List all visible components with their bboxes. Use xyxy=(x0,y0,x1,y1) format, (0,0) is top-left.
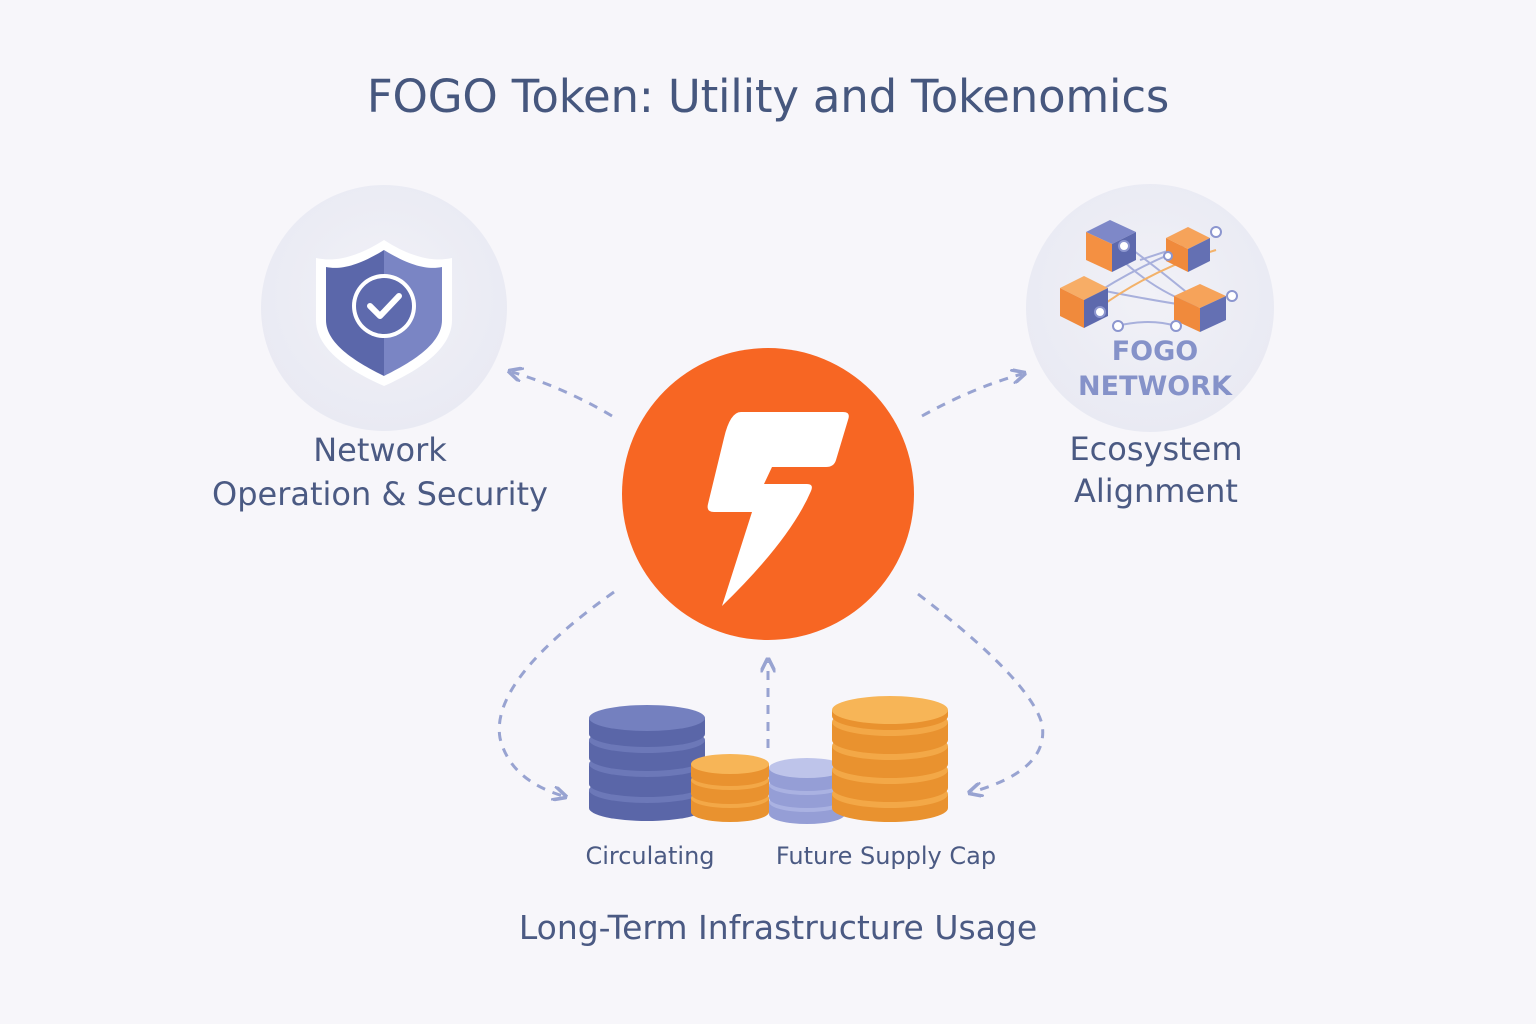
circulating-label: Circulating xyxy=(560,842,740,870)
security-label: Network Operation & Security xyxy=(190,428,570,516)
fogo-network-badge-line2: NETWORK xyxy=(1030,369,1280,404)
fogo-network-badge: FOGO NETWORK xyxy=(1030,334,1280,404)
long-term-usage-caption: Long-Term Infrastructure Usage xyxy=(418,908,1138,947)
coin-stacks-icon xyxy=(589,696,948,824)
security-label-line2: Operation & Security xyxy=(190,472,570,516)
fogo-network-badge-line1: FOGO xyxy=(1030,334,1280,369)
ecosystem-label: Ecosystem Alignment xyxy=(1006,428,1306,512)
small-orange-stack xyxy=(691,754,769,822)
future-supply-stack xyxy=(832,696,948,822)
fogo-lightning-logo xyxy=(622,348,914,640)
security-label-line1: Network xyxy=(190,428,570,472)
ecosystem-label-line1: Ecosystem xyxy=(1006,428,1306,470)
ecosystem-label-line2: Alignment xyxy=(1006,470,1306,512)
future-supply-label: Future Supply Cap xyxy=(756,842,1016,870)
security-node xyxy=(261,185,507,431)
arrow-to-ecosystem xyxy=(922,374,1022,416)
arrow-to-security xyxy=(512,372,612,416)
circulating-stack xyxy=(589,705,705,821)
